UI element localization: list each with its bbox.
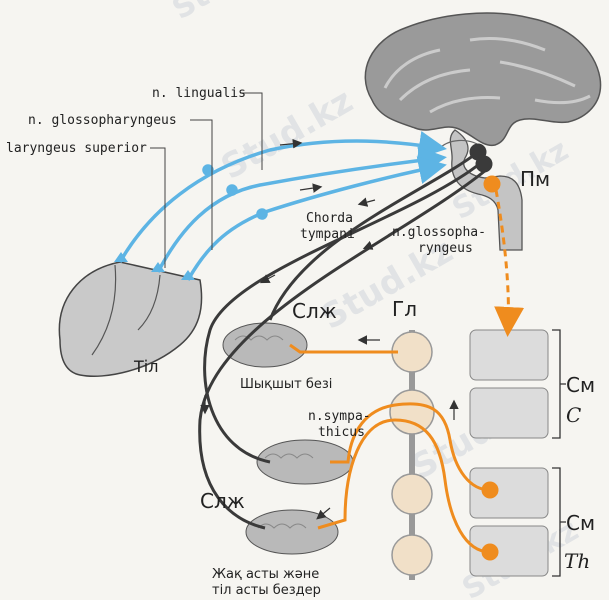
- sympathetic-trunk: [389, 330, 435, 580]
- label-tongue: Тіл: [133, 357, 158, 376]
- label-cm-c: См: [566, 373, 595, 397]
- leader-lines: [150, 92, 263, 268]
- receptor-icon: [181, 270, 195, 280]
- label-slzh-top: Слж: [292, 299, 337, 323]
- spinal-cord: [469, 329, 566, 577]
- label-sympathicus-2: thicus: [318, 425, 365, 440]
- label-glossopharyngeus-2: n.glossopha-: [392, 225, 486, 240]
- motor-fibers: [198, 143, 493, 530]
- label-pm: Пм: [520, 167, 550, 191]
- label-chorda: Chorda: [306, 211, 353, 226]
- tongue: [58, 261, 203, 377]
- label-th: Th: [564, 549, 590, 573]
- label-c: C: [566, 403, 581, 427]
- label-cm-th: См: [566, 511, 595, 535]
- receptor-icon: [151, 262, 165, 272]
- label-glossopharyngeus: n. glossopharyngeus: [28, 113, 177, 128]
- receptor-icon: [114, 252, 128, 262]
- label-parotid: Шықшыт безі: [240, 377, 332, 392]
- label-slzh-bottom: Слж: [200, 489, 245, 513]
- label-sympathicus-1: n.sympa-: [308, 409, 371, 424]
- label-glands-line-2: тіл асты бездер: [212, 583, 321, 598]
- sensory-fibers: [118, 131, 447, 281]
- label-tympani: tympani: [300, 227, 355, 242]
- label-glands-line-1: Жақ асты және: [212, 567, 319, 582]
- watermark-text: Stud.kz: [167, 0, 295, 27]
- label-lingualis: n. lingualis: [152, 86, 246, 101]
- label-ryngeus: ryngeus: [418, 241, 473, 256]
- direction-arrows: [200, 138, 459, 520]
- label-laryngeus-superior: laryngeus superior: [6, 141, 147, 156]
- label-gl: Гл: [392, 297, 417, 321]
- glands: [222, 322, 354, 555]
- sympathetic-fibers: [289, 175, 525, 561]
